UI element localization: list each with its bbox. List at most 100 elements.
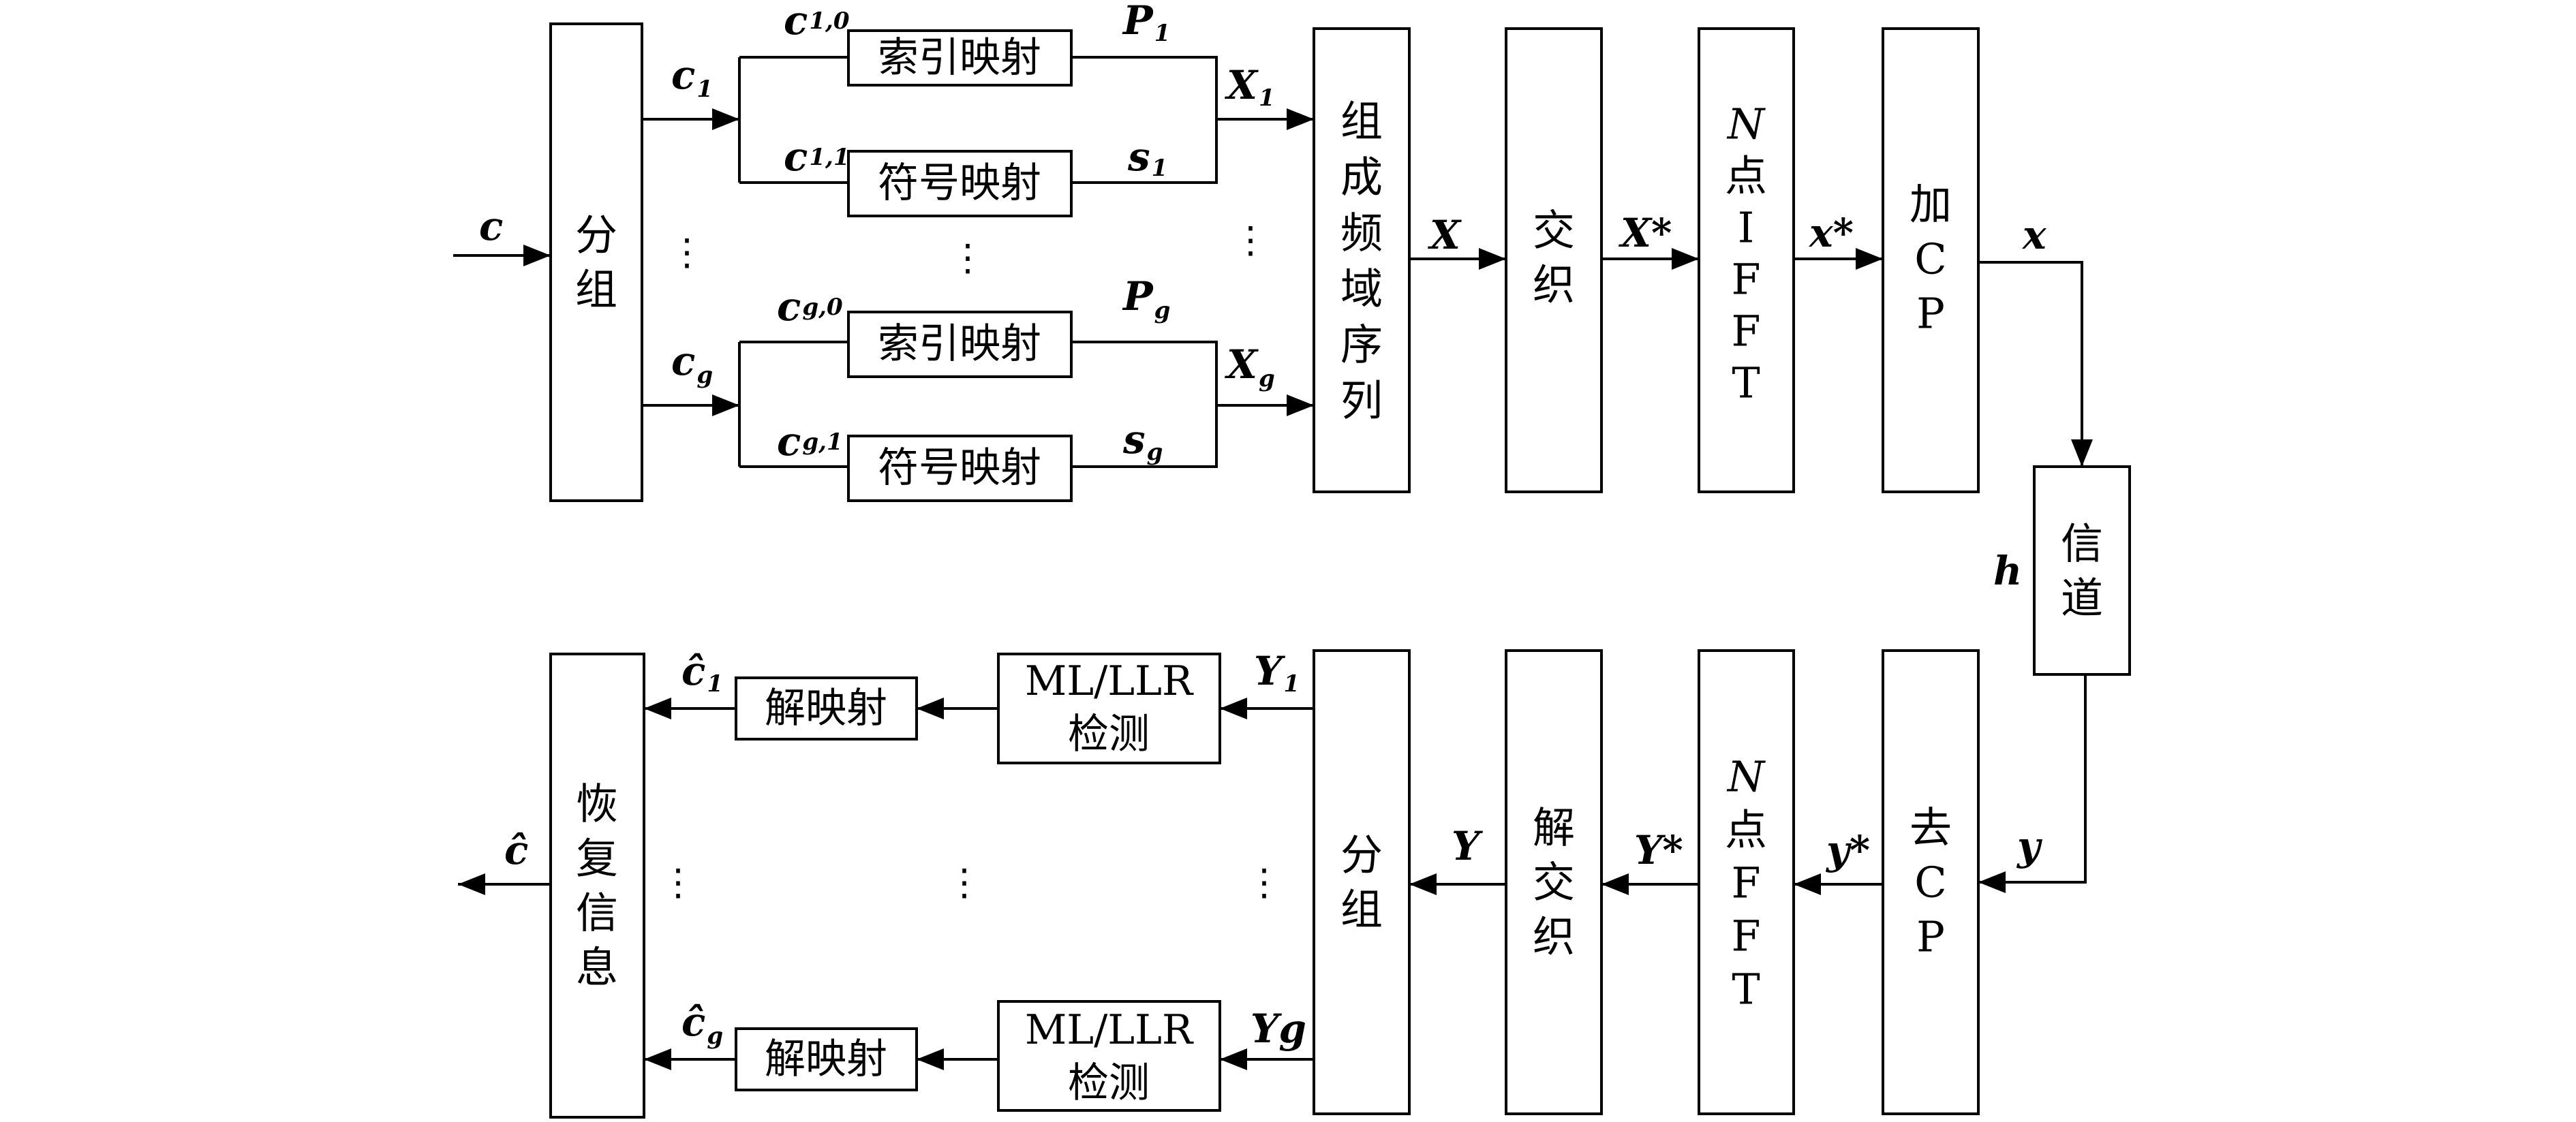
deinterleave-label-char-0: 解: [1533, 803, 1575, 853]
compose-label-char-3: 域: [1340, 264, 1383, 314]
sig-Ystar: Y*: [1634, 827, 1683, 873]
compose-label-char-0: 组: [1340, 97, 1383, 146]
remove-cp-label-char-1: C: [1914, 858, 1946, 907]
sig-h: h: [1993, 548, 2022, 594]
channel-label-char-1: 道: [2061, 574, 2103, 623]
ifft-label-char-1: 点: [1725, 151, 1767, 201]
sig-Y: Y: [1452, 823, 1484, 869]
sig-c1: c1: [671, 52, 713, 103]
detect-label-ga: ML/LLR: [1025, 1006, 1194, 1054]
remove-cp-label-char-0: 去: [1910, 803, 1952, 853]
detect-block-1: [997, 653, 1221, 764]
remove-cp-label-char-2: P: [1916, 912, 1945, 962]
wire-y: [1978, 674, 2087, 893]
sig-X: X: [1427, 212, 1462, 258]
ifft-label-char-0: N: [1726, 99, 1766, 149]
sig-Xg: Xg: [1224, 341, 1275, 392]
interleave-label-char-0: 交: [1533, 206, 1575, 255]
tx-group-block: [549, 22, 643, 502]
add-cp-block: [1882, 27, 1980, 493]
ellipsis-tx-3: ⋮: [1232, 219, 1269, 262]
ifft-label-char-4: F: [1731, 307, 1760, 356]
sig-x: x: [2021, 212, 2047, 258]
sig-Pg: Pg: [1122, 273, 1170, 324]
ifft-label-char-5: T: [1732, 358, 1760, 408]
add-cp-label-char-1: C: [1914, 234, 1946, 284]
channel-label-char-0: 信: [2061, 519, 2103, 569]
ellipses: ⋮ ⋮ ⋮ ⋮ ⋮ ⋮: [660, 219, 1283, 904]
fft-label-char-4: T: [1732, 965, 1760, 1014]
wires: [453, 56, 2093, 1070]
ifft-label-char-3: F: [1731, 255, 1760, 305]
compose-label-char-5: 列: [1340, 376, 1383, 426]
sig-c10: c1,0: [784, 0, 850, 44]
demap-label-g: 解映射: [765, 1035, 887, 1083]
ellipsis-rx-1: ⋮: [660, 861, 696, 904]
sig-P1: P1: [1122, 0, 1170, 47]
compose-label-char-1: 成: [1340, 153, 1383, 202]
compose-freq-seq-block: [1313, 27, 1411, 493]
sig-cg: cg: [671, 338, 713, 389]
fft-label-char-1: 点: [1725, 805, 1767, 855]
symbol-map-block-g: [847, 435, 1073, 502]
blocks: [549, 22, 2131, 1119]
ifft-label-char-2: I: [1738, 203, 1755, 253]
rx-group-block: [1313, 649, 1411, 1115]
symbol-map-label-1: 符号映射: [878, 159, 1041, 207]
demap-block-1: [735, 676, 918, 741]
compose-label-char-4: 序: [1340, 320, 1383, 370]
sig-Y1: Y1: [1254, 648, 1300, 698]
index-map-block-1: [847, 29, 1073, 87]
wire-s1: [1071, 119, 1218, 184]
index-map-label-1: 索引映射: [878, 34, 1041, 82]
sig-chatg: ĉg: [681, 999, 723, 1050]
wire-P1: [1071, 56, 1218, 119]
deinterleave-label-char-2: 织: [1533, 912, 1575, 962]
recover-label-char-0: 恢: [576, 779, 618, 829]
sig-sg: sg: [1122, 416, 1163, 466]
sig-ystar: y*: [1825, 827, 1870, 873]
tx-group-label-char-1: 组: [575, 265, 617, 315]
sig-cg0: cg,0: [777, 283, 843, 330]
ellipsis-rx-2: ⋮: [946, 861, 983, 904]
horizontal-block-labels: 索引映射 符号映射 索引映射 符号映射 ML/LLR 检测 ML/LLR 检测 …: [765, 34, 1194, 1107]
compose-label-char-2: 频: [1340, 208, 1383, 258]
interleave-block: [1505, 27, 1603, 493]
wire-sg: [1071, 405, 1218, 468]
sig-Xstar: X*: [1618, 210, 1672, 256]
add-cp-label-char-0: 加: [1910, 180, 1952, 230]
ellipsis-tx-1: ⋮: [669, 231, 705, 274]
wire-Pg: [1071, 341, 1218, 405]
sig-c11: c1,1: [784, 134, 849, 180]
detect-block-g: [997, 1000, 1221, 1112]
deinterleave-label-char-1: 交: [1533, 858, 1575, 907]
interleave-label-char-1: 织: [1533, 260, 1575, 310]
sig-cg1: cg,1: [777, 418, 843, 465]
fft-block: [1698, 649, 1795, 1115]
sig-Yg: Yg: [1251, 1006, 1306, 1052]
fft-label-char-3: F: [1731, 911, 1760, 961]
detect-label-gb: 检测: [1068, 1059, 1150, 1107]
detect-label-1a: ML/LLR: [1025, 657, 1194, 705]
signal-labels: c c1 c1,0 c1,1 cg cg,0 cg,1 P1 s1 Pg sg …: [479, 0, 2047, 1052]
ellipsis-tx-2: ⋮: [949, 236, 986, 279]
wire-x: [1978, 261, 2093, 467]
sig-chat1: ĉ1: [681, 648, 723, 698]
tx-group-label-char-0: 分: [575, 211, 617, 260]
fft-label-char-0: N: [1726, 752, 1766, 802]
ifft-block: [1698, 27, 1795, 493]
index-map-block-g: [847, 311, 1073, 378]
remove-cp-block: [1882, 649, 1980, 1115]
sig-y: y: [2016, 823, 2043, 869]
channel-block: [2033, 465, 2131, 676]
demap-label-1: 解映射: [765, 685, 887, 732]
sig-chat: ĉ: [504, 827, 528, 873]
sig-c: c: [479, 203, 503, 249]
recover-label-char-3: 息: [576, 943, 618, 993]
add-cp-label-char-2: P: [1916, 289, 1945, 339]
symbol-map-label-g: 符号映射: [878, 444, 1041, 492]
demap-block-g: [735, 1027, 918, 1091]
recover-label-char-2: 信: [576, 888, 618, 938]
